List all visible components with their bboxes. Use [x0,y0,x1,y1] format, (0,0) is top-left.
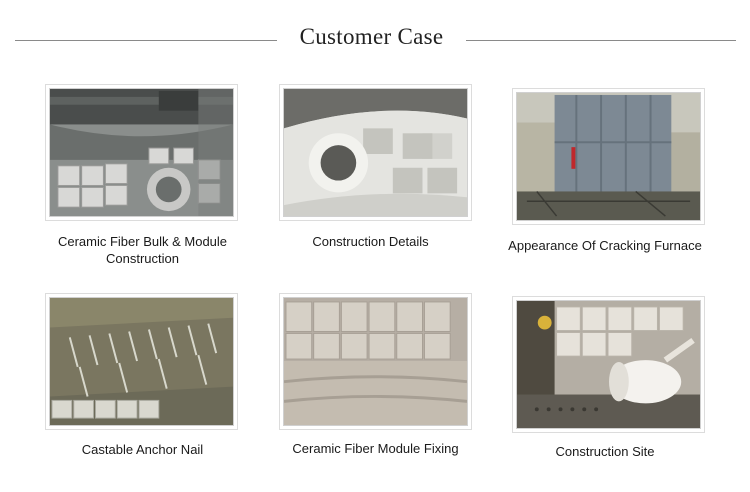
case-caption: Appearance Of Cracking Furnace [508,238,702,253]
frame-accent [512,88,542,118]
case-caption: Ceramic Fiber Bulk & Module Construction [57,234,228,266]
case-caption: Construction Site [555,444,655,459]
case-caption: Construction Details [312,234,429,249]
frame-accent [675,403,705,433]
header-divider-right [466,40,736,41]
frame-accent [45,293,75,323]
cracking-furnace-photo [516,92,701,221]
case-image-frame[interactable] [512,88,705,225]
frame-accent [442,191,472,221]
frame-accent [279,293,309,323]
case-caption: Castable Anchor Nail [81,442,204,457]
construction-details-photo [283,88,468,217]
frame-accent [279,84,309,114]
frame-accent [442,400,472,430]
anchor-nail-photo [49,297,234,426]
frame-accent [45,84,75,114]
ceramic-fiber-bulk-module-photo [49,88,234,217]
construction-site-photo [516,300,701,429]
header-divider-left [15,40,277,41]
section-title: Customer Case [299,24,444,49]
section-header: Customer Case [0,22,750,58]
case-caption: Ceramic Fiber Module Fixing [292,441,459,456]
frame-accent [208,400,238,430]
case-image-frame[interactable] [279,293,472,430]
frame-accent [512,296,542,326]
module-fixing-photo [283,297,468,426]
case-image-frame[interactable] [45,84,238,221]
case-image-frame[interactable] [279,84,472,221]
case-image-frame[interactable] [45,293,238,430]
case-image-frame[interactable] [512,296,705,433]
frame-accent [208,191,238,221]
frame-accent [675,195,705,225]
